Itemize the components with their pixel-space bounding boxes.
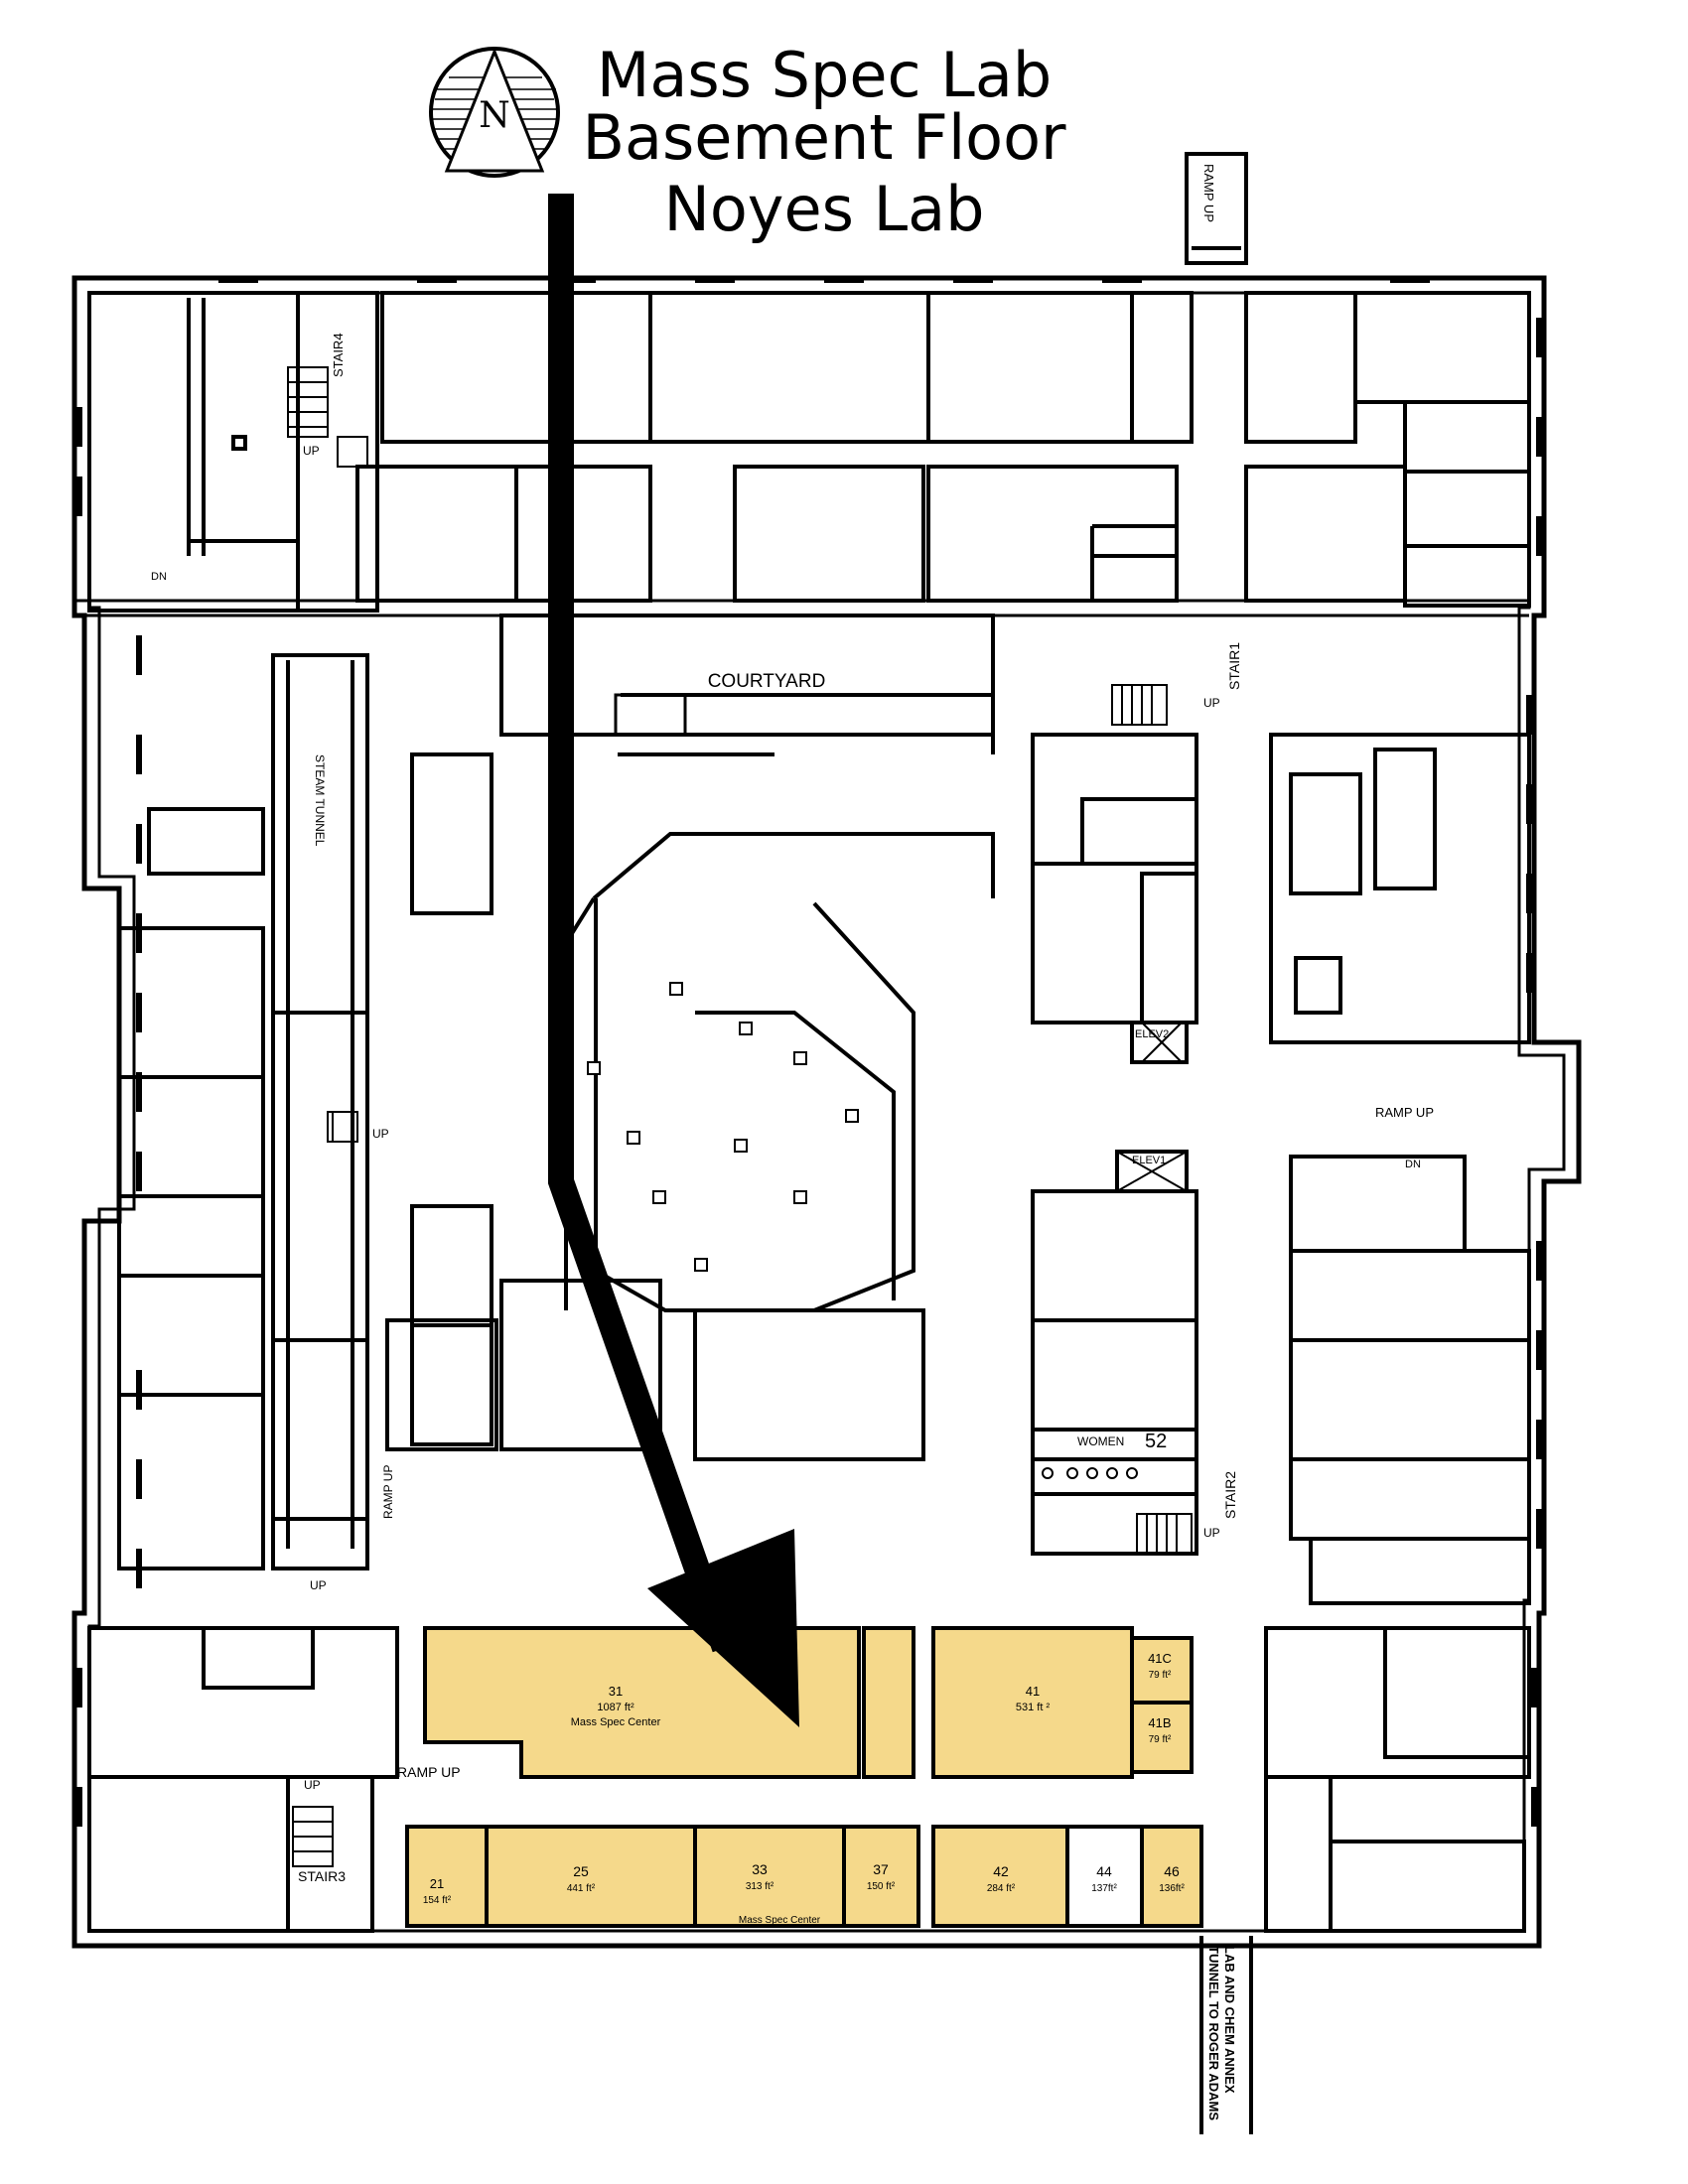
ramp-up-west-label: RAMP UP — [381, 1465, 395, 1519]
map-labels: COURTYARD STAIR4 STAIR1 STAIR2 STAIR3 EL… — [151, 333, 1434, 2120]
elev1-label: ELEV1 — [1132, 1155, 1166, 1166]
room-42-area-text: 284 ft² — [987, 1883, 1016, 1894]
up-label-stair3: UP — [304, 1778, 321, 1792]
steam-tunnel-label: STEAM TUNNEL — [313, 754, 327, 847]
stair1-label: STAIR1 — [1226, 642, 1242, 690]
room-25-area — [485, 1825, 697, 1928]
room-33-name: Mass Spec Center — [739, 1915, 821, 1926]
stair2-label: STAIR2 — [1222, 1471, 1238, 1519]
up-label-stair4: UP — [303, 444, 320, 458]
room-41-number: 41 — [1026, 1684, 1040, 1699]
room-42-number: 42 — [993, 1863, 1009, 1879]
south-tunnel — [1199, 1936, 1253, 2134]
room-46-area-text: 136ft² — [1159, 1883, 1185, 1894]
room-33-number: 33 — [752, 1861, 768, 1877]
room-37-number: 37 — [873, 1861, 889, 1877]
room-41b-area — [1130, 1701, 1194, 1774]
courtyard-label: COURTYARD — [708, 671, 826, 692]
room-41-area-text: 531 ft ² — [1016, 1702, 1051, 1713]
up-label-west: UP — [372, 1127, 389, 1141]
west-wing — [117, 752, 493, 1570]
ramp-up-east-label: RAMP UP — [1375, 1105, 1434, 1120]
map-title-line-1: Mass Spec Lab — [596, 39, 1053, 111]
room-52-label: 52 — [1145, 1431, 1167, 1452]
tunnel-label-line1: TUNNEL TO ROGER ADAMS — [1206, 1946, 1221, 2120]
room-21-number: 21 — [430, 1876, 444, 1891]
up-label-stair2: UP — [1203, 1526, 1220, 1540]
women-label: WOMEN — [1077, 1434, 1124, 1448]
ramp-up-label-top: RAMP UP — [1201, 164, 1216, 222]
ramp-up-south-label: RAMP UP — [397, 1764, 461, 1780]
room-46-area — [1140, 1825, 1203, 1928]
top-ramp: RAMP UP — [1185, 152, 1248, 265]
room-44-number: 44 — [1096, 1863, 1112, 1879]
room-41c-area-text: 79 ft² — [1149, 1670, 1172, 1681]
up-label-stair1: UP — [1203, 696, 1220, 710]
room-41b-area-text: 79 ft² — [1149, 1734, 1172, 1745]
stairs — [287, 366, 1193, 1867]
room-41c-number: 41C — [1148, 1651, 1172, 1666]
room-42-area — [931, 1825, 1069, 1928]
room-46-number: 46 — [1164, 1863, 1180, 1879]
room-33-area-text: 313 ft² — [746, 1881, 774, 1892]
south-east-block — [1264, 1626, 1531, 1933]
central-block — [385, 614, 995, 1461]
highlighted-rooms — [405, 1626, 1203, 1928]
dn-label-north: DN — [151, 571, 167, 583]
room-37-area — [842, 1825, 920, 1928]
room-31-name: Mass Spec Center — [571, 1716, 661, 1728]
compass-letter: N — [479, 95, 510, 136]
east-wing — [1031, 733, 1531, 1605]
courtyard-columns — [587, 982, 859, 1272]
room-31-annex — [862, 1626, 915, 1779]
room-37-area-text: 150 ft² — [867, 1881, 896, 1892]
restroom-block — [1031, 1428, 1198, 1496]
room-31-area-text: 1087 ft² — [597, 1702, 634, 1713]
up-label-southwest: UP — [310, 1578, 327, 1592]
room-44-area-text: 137ft² — [1091, 1883, 1117, 1894]
room-21-area-text: 154 ft² — [423, 1895, 452, 1906]
tunnel-label-line2: LAB AND CHEM ANNEX — [1222, 1946, 1237, 2094]
stair4-label: STAIR4 — [331, 333, 346, 377]
south-west-block — [87, 1626, 399, 1933]
room-21-area — [405, 1825, 489, 1928]
room-41b-number: 41B — [1148, 1715, 1171, 1730]
room-25-area-text: 441 ft² — [567, 1883, 596, 1894]
room-labels: 31 1087 ft² Mass Spec Center 41 531 ft ²… — [423, 1651, 1186, 1926]
map-title-line-3: Noyes Lab — [663, 173, 985, 245]
elev2-label: ELEV2 — [1135, 1028, 1169, 1040]
direction-arrow — [548, 194, 799, 1727]
room-33-area — [693, 1825, 846, 1928]
stair3-label: STAIR3 — [298, 1868, 346, 1884]
steam-tunnel: STEAM TUNNEL — [271, 653, 369, 1570]
dn-label-east: DN — [1405, 1159, 1421, 1170]
map-title-line-2: Basement Floor — [582, 101, 1066, 174]
room-31-number: 31 — [609, 1684, 623, 1699]
corridor-walls — [74, 436, 1529, 617]
north-compass-icon: N — [429, 47, 560, 178]
room-41-area — [931, 1626, 1134, 1779]
room-25-number: 25 — [573, 1863, 589, 1879]
